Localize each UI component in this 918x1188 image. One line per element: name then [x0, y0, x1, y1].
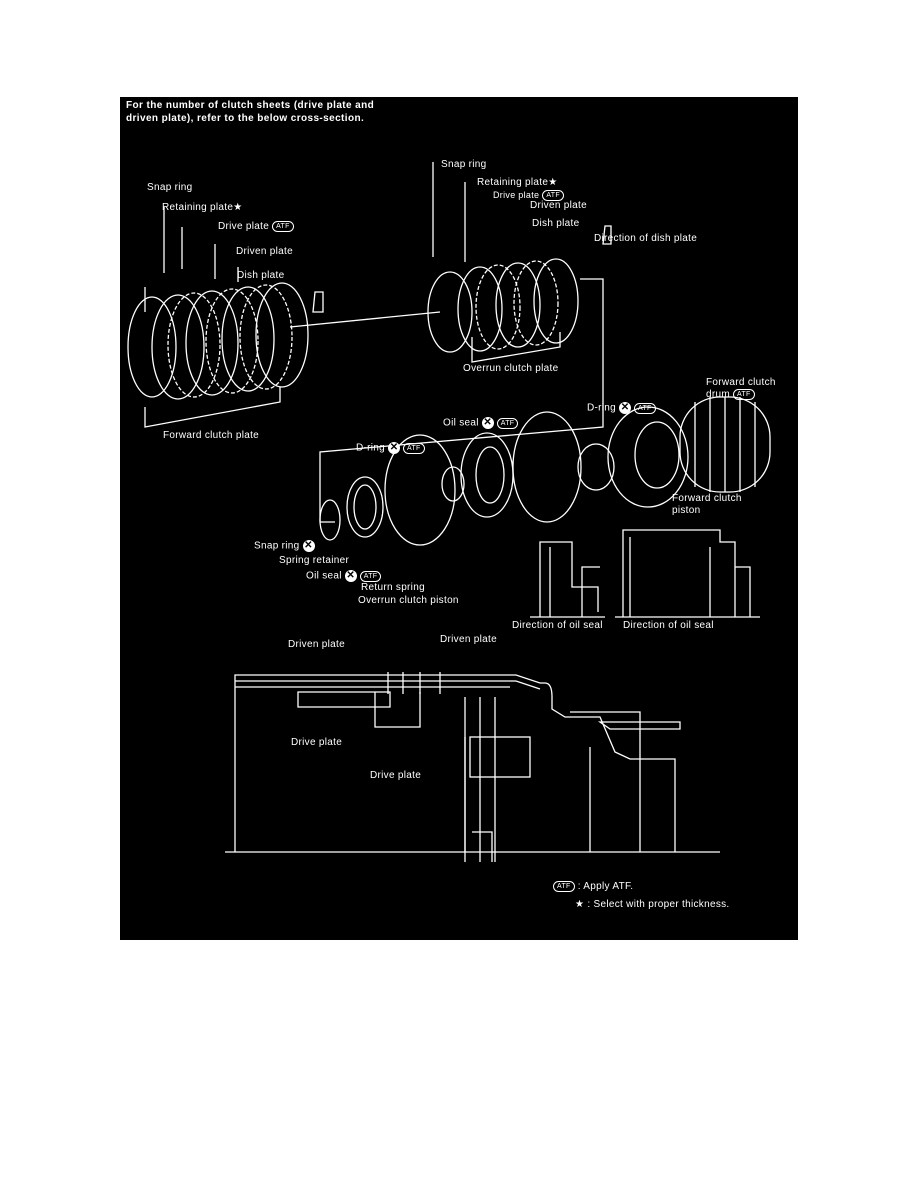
label-oil-seal-top: Oil seal✕ATF — [443, 417, 519, 430]
label-direction-of-oil-seal-1: Direction of oil seal — [512, 620, 603, 631]
label-driven-plate-left: Driven plate — [236, 246, 293, 257]
label-direction-of-dish-plate: Direction of dish plate — [594, 233, 698, 244]
legend-star-text: : Select with proper thickness. — [587, 899, 730, 910]
label-text: Drive plate — [493, 190, 540, 200]
atf-icon: ATF — [359, 570, 382, 582]
label-spring-retainer: Spring retainer — [279, 555, 350, 566]
label-snap-ring-middle: Snap ring✕ — [254, 540, 315, 553]
label-retaining-plate-left: Retaining plate★ — [162, 202, 242, 214]
star-icon: ★ — [233, 202, 243, 213]
label-text: piston — [672, 505, 701, 516]
label-snap-ring-right: Snap ring — [441, 159, 487, 170]
label-return-spring: Return spring — [361, 582, 425, 593]
label-driven-plate-right: Driven plate — [530, 200, 587, 211]
label-overrun-clutch-plate: Overrun clutch plate — [463, 363, 559, 374]
label-text: D-ring — [356, 442, 386, 454]
label-snap-ring-left: Snap ring — [147, 182, 193, 193]
instruction-line-1: For the number of clutch sheets (drive p… — [126, 100, 375, 111]
exploded-clutch-illustration — [127, 162, 771, 862]
label-text: Retaining plate — [477, 177, 549, 188]
forward-clutch-pack — [127, 207, 441, 428]
atf-icon: ATF — [272, 221, 294, 232]
oil-seal-direction-details — [530, 529, 760, 618]
label-oil-seal: Oil seal✕ATF — [306, 570, 382, 583]
label-drive-plate-section-2: Drive plate — [370, 770, 422, 781]
label-direction-of-oil-seal-2: Direction of oil seal — [623, 620, 714, 631]
label-text: Forward clutch — [706, 377, 776, 388]
do-not-reuse-icon: ✕ — [619, 402, 632, 414]
label-text: Retaining plate — [162, 202, 234, 213]
legend-atf: ATF : Apply ATF. — [550, 881, 633, 893]
label-text: Oil seal — [306, 570, 342, 582]
do-not-reuse-icon: ✕ — [344, 570, 357, 582]
legend-star: ★ : Select with proper thickness. — [575, 899, 730, 911]
label-d-ring-right: D-ring✕ATF — [587, 402, 656, 415]
do-not-reuse-icon: ✕ — [388, 442, 401, 454]
diagram-panel: For the number of clutch sheets (drive p… — [120, 97, 798, 940]
legend-atf-text: : Apply ATF. — [577, 881, 634, 893]
label-forward-clutch-plate: Forward clutch plate — [163, 430, 260, 441]
atf-icon: ATF — [732, 389, 755, 400]
label-text: D-ring — [587, 402, 617, 414]
label-drive-plate-section-1: Drive plate — [291, 737, 343, 748]
instruction-note: For the number of clutch sheets (drive p… — [126, 99, 374, 125]
atf-icon: ATF — [553, 881, 575, 892]
piston-components — [319, 396, 771, 546]
label-text: Oil seal — [443, 417, 479, 429]
star-icon: ★ — [548, 177, 558, 188]
label-dish-plate-right: Dish plate — [532, 218, 580, 229]
clutch-cross-section — [225, 672, 720, 862]
star-icon: ★ — [575, 899, 585, 910]
label-overrun-clutch-piston: Overrun clutch piston — [358, 595, 459, 606]
instruction-line-2: driven plate), refer to the below cross-… — [126, 113, 365, 124]
label-driven-plate-section-1: Driven plate — [288, 639, 345, 650]
label-driven-plate-section-2: Driven plate — [440, 634, 497, 645]
do-not-reuse-icon: ✕ — [481, 417, 494, 429]
do-not-reuse-icon: ✕ — [302, 540, 315, 552]
label-text: Drive plate — [218, 221, 270, 233]
atf-icon: ATF — [496, 417, 519, 429]
overrun-clutch-pack — [319, 162, 612, 523]
atf-icon: ATF — [634, 402, 656, 414]
label-text: drum — [706, 389, 730, 401]
label-text: Snap ring — [254, 540, 300, 552]
label-d-ring-left: D-ring✕ATF — [356, 442, 425, 455]
atf-icon: ATF — [403, 442, 425, 454]
atf-icon: ATF — [542, 190, 564, 202]
label-dish-plate-left: Dish plate — [237, 270, 285, 281]
label-retaining-plate-right: Retaining plate★ — [477, 177, 557, 189]
label-text: Forward clutch — [672, 493, 742, 504]
